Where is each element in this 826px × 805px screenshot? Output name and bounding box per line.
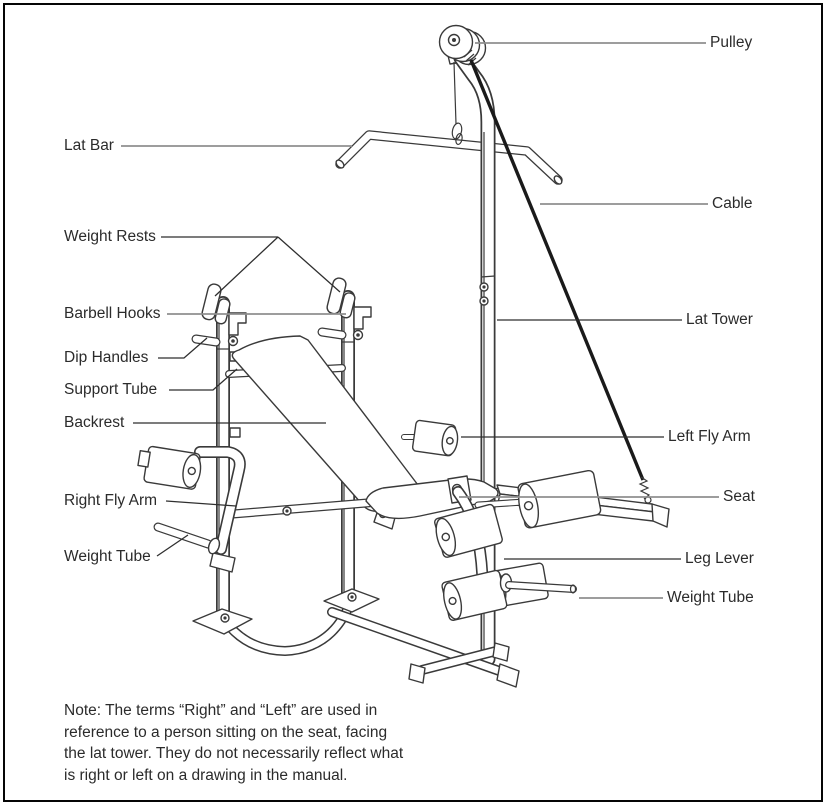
label-leg-lever: Leg Lever [685, 550, 754, 567]
label-weight-tube-right: Weight Tube [667, 589, 754, 606]
page-border [3, 3, 823, 802]
label-barbell-hooks: Barbell Hooks [64, 305, 161, 322]
weight-rests-drawing [201, 277, 356, 325]
note-line: the lat tower. They do not necessarily r… [64, 745, 404, 762]
leader-lines [121, 42, 719, 599]
cable-drawing [469, 59, 652, 504]
backrest-drawing [231, 335, 424, 513]
upright-posts-drawing [216, 290, 355, 633]
leg-lever-drawing [434, 469, 602, 621]
base-frame-drawing [192, 588, 520, 688]
barbell-hooks-drawing [227, 306, 372, 347]
note-text: Note: The terms “Right” and “Left” are u… [64, 700, 403, 786]
note-line: reference to a person sitting on the sea… [64, 723, 388, 741]
label-left-fly-arm: Left Fly Arm [668, 428, 751, 445]
label-cable: Cable [712, 195, 753, 212]
left-fly-arm-drawing [401, 419, 459, 457]
right-fly-arm-drawing [137, 445, 246, 573]
label-backrest: Backrest [64, 414, 125, 431]
note-line: Note: The terms “Right” and “Left” are u… [64, 702, 378, 719]
label-support-tube: Support Tube [64, 381, 158, 398]
note-line: is right or left on a drawing in the man… [64, 766, 348, 784]
dip-handles-drawing [191, 327, 347, 347]
label-weight-tube-left: Weight Tube [64, 548, 151, 565]
label-right-fly-arm: Right Fly Arm [64, 492, 158, 509]
label-pulley: Pulley [710, 34, 753, 51]
label-weight-rests: Weight Rests [64, 228, 156, 245]
label-dip-handles: Dip Handles [64, 349, 149, 366]
label-lat-tower: Lat Tower [686, 311, 753, 328]
label-lat-bar: Lat Bar [64, 137, 114, 154]
pulley-drawing [438, 24, 487, 66]
lat-bar-drawing [335, 130, 563, 185]
label-seat: Seat [723, 488, 755, 505]
